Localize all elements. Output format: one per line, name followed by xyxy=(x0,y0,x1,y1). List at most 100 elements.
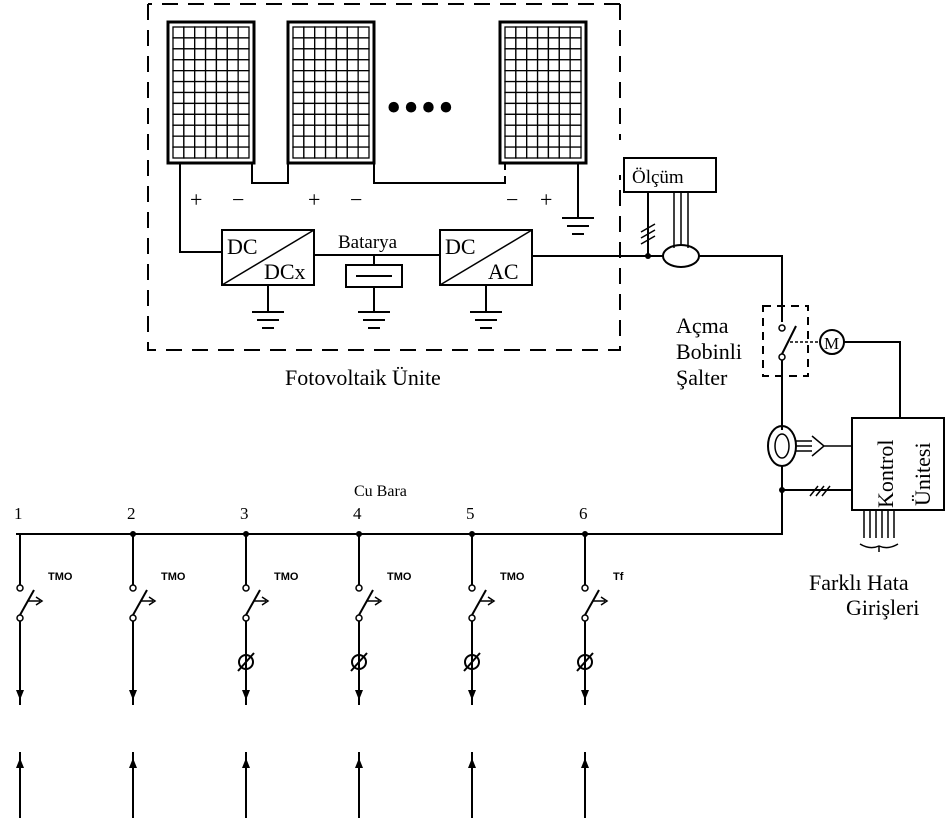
battery-ground xyxy=(358,287,390,329)
panel-series-wire-1 xyxy=(251,163,289,184)
breaker-dashed-box xyxy=(762,305,809,377)
solar-panel-1 xyxy=(166,20,256,165)
breaker-blade xyxy=(132,589,148,616)
feeder-device-label: TMO xyxy=(161,571,186,583)
breaker-trip-mark xyxy=(480,596,496,606)
feeder-number: 5 xyxy=(466,504,475,523)
fault-input-leads xyxy=(863,510,895,538)
feeder-device-label: TMO xyxy=(274,571,299,583)
output-current-transformer xyxy=(662,244,700,268)
breaker-trip-mark xyxy=(367,596,383,606)
voltage-sense-hatch xyxy=(809,485,831,497)
breaker-label-line1: Açma xyxy=(676,313,729,338)
polarity-minus-2: − xyxy=(350,187,362,212)
solar-panel-3 xyxy=(498,20,588,165)
panel-series-wire-2b xyxy=(420,163,506,184)
breaker-trip-mark xyxy=(254,596,270,606)
feeder-meter-icon xyxy=(577,654,593,670)
feeder-number: 3 xyxy=(240,504,249,523)
polarity-minus-3: − xyxy=(506,187,518,212)
breaker-trip-mark xyxy=(593,596,609,606)
polarity-minus-1: − xyxy=(232,187,244,212)
breaker-blade xyxy=(358,589,374,616)
feeder-number: 2 xyxy=(127,504,136,523)
feeder-number: 4 xyxy=(353,504,362,523)
breaker-contact-bottom xyxy=(468,614,476,622)
breaker-motor: M xyxy=(819,329,845,355)
breaker-contact-top xyxy=(129,584,137,592)
feeder-meter-slash xyxy=(237,652,255,672)
breaker-trip-mark xyxy=(141,596,157,606)
breaker-contact-top xyxy=(355,584,363,592)
solar-panel-array xyxy=(166,20,588,165)
control-unit: Kontrol Ünitesi xyxy=(851,417,945,511)
polarity-plus-1: + xyxy=(190,187,202,212)
polarity-plus-2: + xyxy=(308,187,320,212)
feeder-up-arrow-icon xyxy=(468,758,476,768)
ct-to-busbar xyxy=(16,466,783,535)
breaker-contact-top xyxy=(468,584,476,592)
feeder-meter-slash xyxy=(576,652,594,672)
feeder-down-arrow-icon xyxy=(355,690,363,700)
output-line-to-breaker xyxy=(699,255,783,322)
feeder-up-arrow-icon xyxy=(16,758,24,768)
fault-input-brace xyxy=(859,543,899,552)
battery: Batarya xyxy=(338,232,403,288)
busbar-label: Cu Bara xyxy=(354,483,407,500)
motor-to-control-wire xyxy=(844,341,901,418)
solar-panel-2 xyxy=(286,20,376,165)
bus-current-transformer xyxy=(767,425,797,467)
breaker-contact-bottom xyxy=(581,614,589,622)
feeder-meter-icon xyxy=(464,654,480,670)
fault-inputs-label-1: Farklı Hata xyxy=(809,570,909,595)
pv-negative-lead xyxy=(179,163,222,253)
svg-text:DC: DC xyxy=(227,234,258,259)
feeder-meter-icon xyxy=(238,654,254,670)
feeder-down-arrow-icon xyxy=(242,690,250,700)
feeder-meter-slash xyxy=(350,652,368,672)
breaker-contact-bottom xyxy=(16,614,24,622)
breaker-blade xyxy=(19,589,35,616)
breaker-contact-bottom xyxy=(355,614,363,622)
feeder-up-arrow-icon xyxy=(129,758,137,768)
feeder-down-arrow-icon xyxy=(129,690,137,700)
svg-text:Batarya: Batarya xyxy=(338,232,398,253)
svg-text:Kontrol: Kontrol xyxy=(873,440,898,508)
feeder-up-arrow-icon xyxy=(355,758,363,768)
feeder-meter-icon xyxy=(351,654,367,670)
pv-unit-label: Fotovoltaik Ünite xyxy=(285,365,441,390)
breaker-trip-mark xyxy=(28,596,44,606)
feeder-device-label: TMO xyxy=(500,571,525,583)
feeder-down-arrow-icon xyxy=(581,690,589,700)
feeder-device-label: TMO xyxy=(387,571,412,583)
breaker-blade xyxy=(584,589,600,616)
breaker-blade xyxy=(471,589,487,616)
breaker-contact-bottom xyxy=(129,614,137,622)
svg-text:Ölçüm: Ölçüm xyxy=(632,167,684,188)
svg-text:AC: AC xyxy=(488,259,519,284)
dc-dc-ground-symbol xyxy=(252,300,284,329)
svg-text:Ünitesi: Ünitesi xyxy=(910,442,935,506)
breaker-contact-bottom xyxy=(242,614,250,622)
measurement-box: Ölçüm xyxy=(623,157,717,193)
polarity-plus-3: + xyxy=(540,187,552,212)
dc-ac-inverter: DC AC xyxy=(439,229,533,286)
measurement-ct-leads xyxy=(673,192,689,248)
breaker-contact-top xyxy=(16,584,24,592)
breaker-contact-top xyxy=(581,584,589,592)
pv-unit-boundary xyxy=(147,3,621,351)
svg-text:M: M xyxy=(824,334,839,353)
feeder-up-arrow-icon xyxy=(242,758,250,768)
trip-coil-breaker xyxy=(778,324,820,376)
bus-ct-inner xyxy=(774,433,790,459)
measurement-voltage-hatch xyxy=(640,223,656,245)
panel-series-wire-2 xyxy=(373,163,505,184)
breaker-label-line3: Şalter xyxy=(676,365,728,390)
inverter-ground xyxy=(470,285,502,329)
